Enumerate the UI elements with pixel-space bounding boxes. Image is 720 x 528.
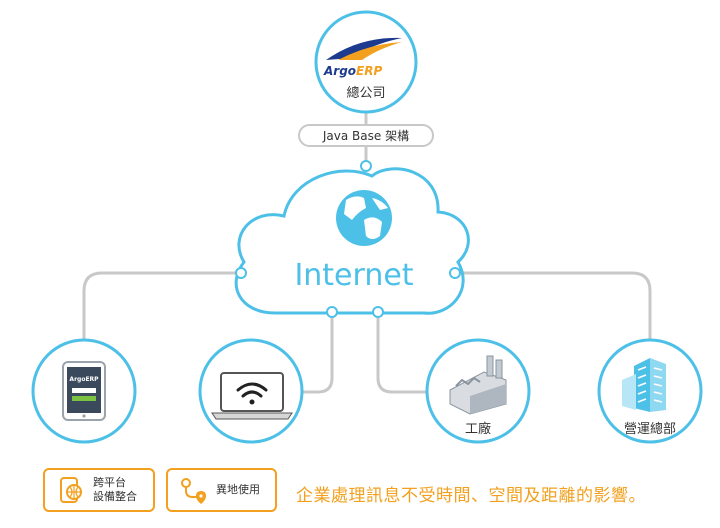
- factory-node: 工廠: [425, 338, 531, 444]
- argoerp-logo: Argo ERP: [323, 37, 402, 78]
- feature-remote-use: 異地使用: [166, 468, 277, 512]
- internet-label: Internet: [294, 258, 413, 293]
- office-building-icon: [622, 358, 666, 412]
- operations-node: 營運總部: [597, 338, 703, 444]
- route-icon: [181, 478, 206, 504]
- laptop-node: [198, 338, 304, 444]
- operations-label: 營運總部: [624, 421, 676, 437]
- logo-argo: Argo: [323, 64, 356, 78]
- factory-icon: [449, 355, 507, 415]
- feature-cross-platform-label: 跨平台 設備整合: [93, 476, 137, 504]
- laptop-wifi-icon: [211, 372, 293, 420]
- logo-erp: ERP: [356, 64, 382, 78]
- feature-cross-platform: 跨平台 設備整合: [43, 468, 155, 512]
- hq-node: Argo ERP 總公司: [314, 10, 418, 114]
- feature-remote-use-label: 異地使用: [216, 483, 260, 496]
- tagline: 企業處理訊息不受時間、空間及距離的影響。: [296, 486, 646, 506]
- java-base-label: Java Base 架構: [322, 129, 409, 143]
- globe-icon: [336, 190, 392, 246]
- connector-lines: [82, 110, 652, 394]
- feature-cross-platform-line2: 設備整合: [93, 490, 137, 503]
- tablet-logo: ArgoERP: [69, 376, 99, 383]
- hq-label: 總公司: [346, 85, 385, 101]
- factory-label: 工廠: [465, 421, 491, 437]
- tablet-icon: ArgoERP: [62, 361, 106, 421]
- tablet-node: ArgoERP: [31, 338, 137, 444]
- java-base-pill: Java Base 架構: [298, 124, 434, 147]
- connection-dots: [235, 160, 461, 318]
- mobile-globe-icon: [60, 477, 82, 503]
- internet-cloud: Internet: [234, 167, 470, 315]
- feature-cross-platform-line1: 跨平台: [93, 476, 126, 489]
